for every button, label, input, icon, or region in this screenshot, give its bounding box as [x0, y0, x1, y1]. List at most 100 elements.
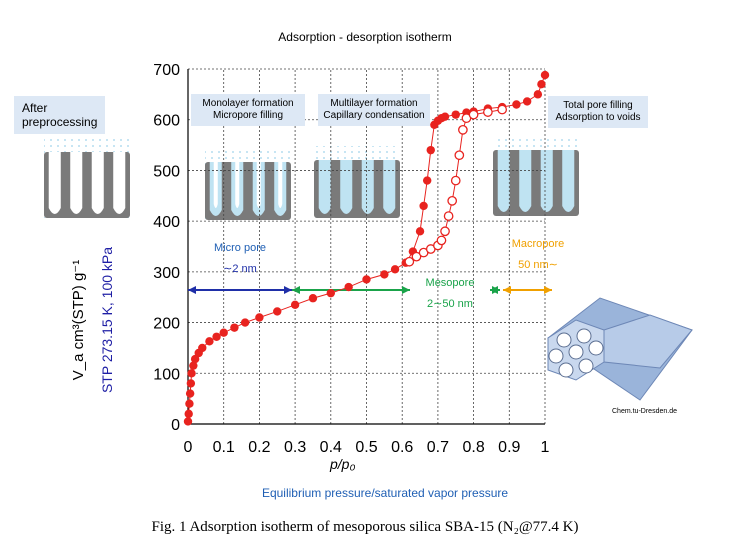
pore-opening: [556, 332, 572, 348]
adsorption-point: [344, 282, 353, 292]
adsorption-point: [362, 275, 371, 284]
pore-channel: [318, 160, 331, 214]
pore-opening: [568, 344, 584, 360]
arrow-head-left: [188, 286, 196, 294]
desorption-point: [440, 226, 450, 237]
pore-range-size: 50 nm∼: [518, 259, 558, 271]
arrow-head-right: [544, 286, 552, 294]
desorption-point: [450, 175, 461, 186]
adsorption-point: [540, 70, 550, 80]
pore-channel: [497, 150, 510, 212]
pore-illustration-empty: [44, 138, 130, 218]
stage-line2: Capillary condensation: [323, 110, 425, 121]
pore-channel: [340, 160, 353, 214]
x-tick-label: 0.3: [284, 439, 306, 456]
x-axis-description: Equilibrium pressure/saturated vapor pre…: [261, 486, 509, 500]
y-tick-label: 600: [153, 113, 180, 130]
pore-opening: [548, 348, 564, 364]
adsorption-point: [308, 294, 318, 303]
stage-line2: Micropore filling: [212, 110, 284, 121]
pore-channel: [91, 152, 104, 214]
desorption-point: [443, 211, 454, 221]
arrow-head-right: [284, 286, 292, 294]
x-tick-label: 0.5: [355, 439, 377, 456]
adsorption-point: [185, 399, 194, 408]
pore-wall: [493, 150, 579, 216]
stage-line2: Adsorption to voids: [555, 112, 641, 123]
pore-opening: [588, 340, 604, 356]
arrow-head-right: [492, 286, 500, 294]
arrow-head-left: [292, 286, 300, 294]
desorption-point: [436, 235, 447, 246]
pore-channel: [383, 160, 396, 214]
figure-caption: Fig. 1 Adsorption isotherm of mesoporous…: [151, 519, 579, 535]
y-tick-label: 100: [153, 366, 180, 383]
adsorption-point: [255, 313, 264, 322]
y-tick-label: 300: [153, 265, 180, 282]
pore-range-size: 2∼50 nm: [427, 298, 473, 310]
adsorption-point: [190, 354, 200, 364]
y-tick-label: 0: [171, 417, 180, 434]
x-tick-label: 0.8: [462, 439, 484, 456]
pore-opening: [558, 362, 574, 378]
x-tick-label: 0.4: [320, 439, 342, 456]
pore-channel: [70, 152, 83, 214]
pore-empty-core: [213, 162, 218, 208]
adsorption-point: [185, 389, 195, 398]
x-tick-label: 0.2: [248, 439, 270, 456]
desorption-line: [409, 109, 503, 263]
adsorption-point: [419, 201, 428, 211]
adsorption-point: [187, 369, 196, 378]
x-tick-label: 0.9: [498, 439, 520, 456]
pore-channel: [113, 152, 126, 214]
pore-channel: [361, 160, 374, 214]
pore-range-name: Macropore: [511, 238, 565, 250]
x-tick-label: 0.7: [427, 439, 449, 456]
stage-box-monolayer: Monolayer formation Micropore filling: [191, 94, 305, 126]
adsorption-point: [415, 227, 425, 236]
adsorption-point: [230, 323, 239, 332]
desorption-point: [483, 107, 493, 117]
adsorption-point: [390, 265, 400, 274]
adsorption-point: [219, 328, 228, 337]
y-axis-sublabel: STP 273.15 K, 100 kPa: [99, 246, 115, 394]
pore-wall: [314, 160, 400, 218]
arrow-head-left: [503, 286, 511, 294]
desorption-point: [497, 104, 508, 115]
x-tick-label: 0.1: [213, 439, 235, 456]
stage-line1: Monolayer formation: [202, 98, 294, 109]
adsorption-point: [205, 337, 214, 346]
pore-empty-core: [278, 162, 283, 208]
arrow-head-right: [402, 286, 410, 294]
adsorption-point: [451, 110, 460, 119]
desorption-point: [458, 125, 468, 135]
bundle-side: [603, 314, 693, 369]
adsorption-point: [537, 80, 546, 89]
pore-empty-core: [235, 162, 240, 208]
pore-channel: [519, 150, 532, 212]
y-tick-label: 400: [153, 214, 180, 231]
stage-box-multilayer: Multilayer formation Capillary condensat…: [318, 94, 430, 126]
desorption-point: [411, 251, 422, 262]
adsorption-point: [240, 318, 250, 327]
adsorption-point: [183, 417, 193, 426]
y-tick-label: 500: [153, 163, 180, 180]
desorption-point: [468, 109, 479, 120]
pore-channel: [48, 152, 61, 214]
adsorption-point: [380, 270, 389, 279]
adsorption-point: [273, 307, 282, 316]
x-tick-label: 0: [184, 439, 193, 456]
desorption-point: [404, 256, 415, 267]
adsorption-point: [326, 288, 335, 298]
mesopore-label: Mesopore 2∼50 nm: [410, 277, 490, 310]
pore-range-name: Micro pore: [214, 242, 266, 254]
y-axis-label: V_a cm³(STP) g⁻¹: [70, 259, 87, 381]
macropore-label: Macropore 50 nm∼: [498, 238, 578, 271]
stage-line1: Multilayer formation: [330, 98, 418, 109]
x-tick-label: 0.6: [391, 439, 413, 456]
pore-range-name: Mesopore: [425, 277, 475, 289]
adsorption-point: [440, 112, 450, 121]
desorption-point: [447, 196, 458, 206]
y-tick-label: 700: [153, 62, 180, 79]
